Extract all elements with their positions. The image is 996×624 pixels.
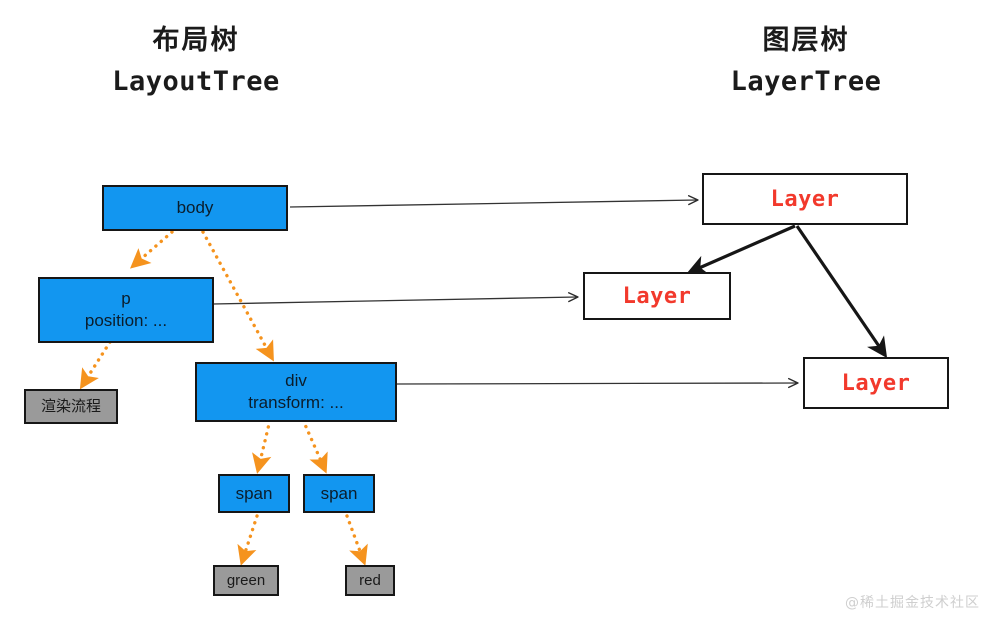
solid-edge-layer-top-to-layer-middle — [686, 224, 796, 275]
layout-node-green-label: green — [226, 571, 266, 589]
layout-node-span-left-label: span — [235, 483, 273, 503]
layout-node-body-line-0: body — [176, 198, 214, 218]
layer-tree-title: 图层树 LayerTree — [706, 24, 906, 100]
thin-connector-div-to-layer-bottom — [396, 377, 799, 389]
dotted-edge-p-to-render-flow — [79, 340, 112, 390]
dotted-edge-body-to-div — [201, 230, 274, 362]
layout-node-red-label: red — [359, 571, 381, 589]
dotted-edge-body-to-p — [130, 230, 174, 269]
layout-node-span-right-label: span — [320, 483, 358, 503]
layer-node-bottom-label: Layer — [841, 370, 911, 396]
layout-node-p-line-0: p — [121, 289, 131, 309]
layer-node-top-label: Layer — [770, 186, 840, 212]
layout-node-span-right[interactable]: span — [303, 474, 375, 513]
layout-node-div[interactable]: div transform: ... — [195, 362, 397, 422]
layout-node-body[interactable]: body — [102, 185, 288, 231]
dotted-edge-span-right-to-red — [345, 514, 368, 566]
dotted-edge-span-left-to-green — [237, 514, 259, 566]
layer-tree-title-en: LayerTree — [730, 65, 882, 97]
dotted-edge-div-to-span-right — [301, 418, 328, 474]
layer-node-middle-label: Layer — [622, 283, 692, 309]
thin-connector-p-to-layer-middle — [212, 292, 579, 305]
layout-node-render-flow[interactable]: 渲染流程 — [24, 389, 118, 424]
layout-node-div-line-1: transform: ... — [248, 393, 344, 412]
layout-node-span-left[interactable]: span — [218, 474, 290, 513]
layer-node-bottom[interactable]: Layer — [803, 357, 949, 409]
layer-node-middle[interactable]: Layer — [583, 272, 731, 320]
thin-connector-body-to-layer-top — [289, 195, 699, 208]
watermark: @稀土掘金技术社区 — [845, 595, 980, 611]
layout-node-render-flow-label: 渲染流程 — [40, 397, 101, 415]
layout-tree-title: 布局树 LayoutTree — [96, 24, 296, 100]
layout-node-green[interactable]: green — [213, 565, 279, 596]
layout-node-div-line-0: div — [285, 371, 307, 391]
solid-edge-layer-top-to-layer-bottom — [795, 225, 888, 359]
layer-tree-title-cn: 图层树 — [762, 25, 850, 56]
dotted-edge-div-to-span-left — [252, 418, 272, 474]
layout-node-p-line-1: position: ... — [84, 311, 168, 330]
layer-node-top[interactable]: Layer — [702, 173, 908, 225]
layout-tree-title-en: LayoutTree — [112, 65, 280, 97]
layout-tree-title-cn: 布局树 — [152, 25, 240, 56]
layout-node-red[interactable]: red — [345, 565, 395, 596]
layout-node-p[interactable]: p position: ... — [38, 277, 214, 343]
